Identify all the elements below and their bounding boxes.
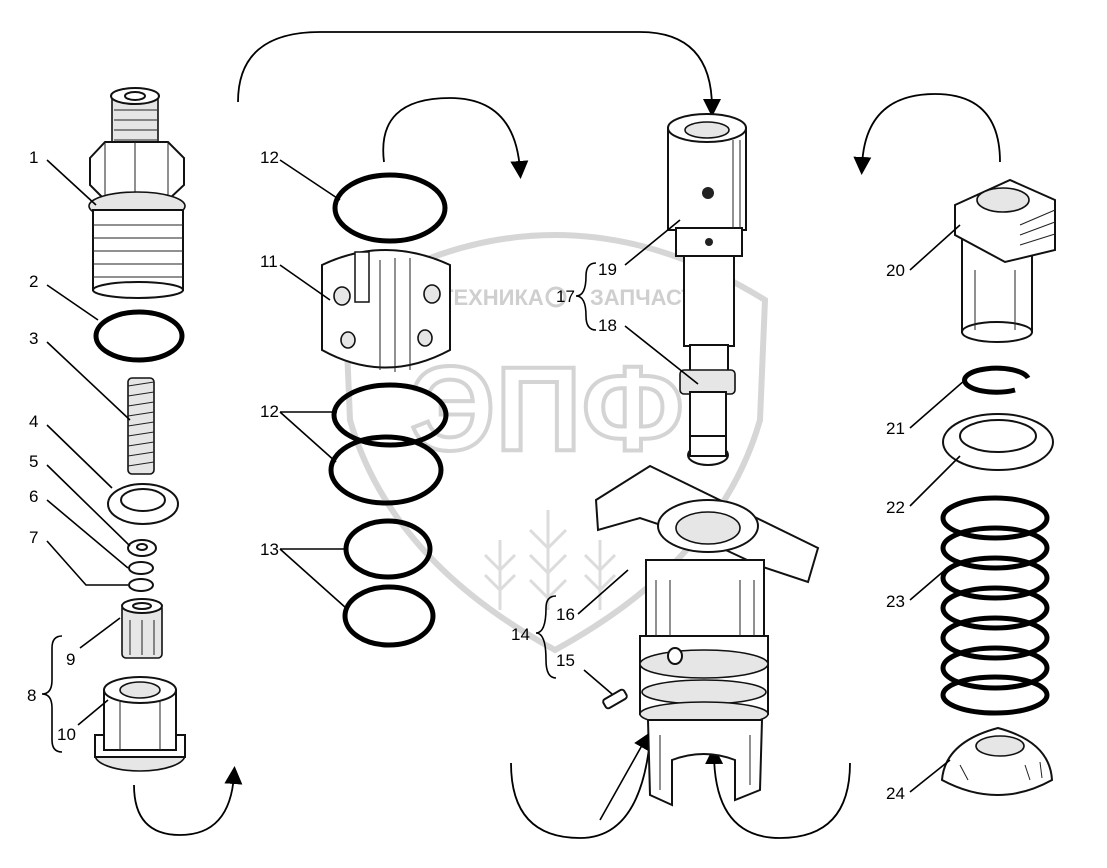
callout-5: 5 [29, 452, 38, 471]
callout-14: 14 [511, 625, 530, 644]
flow-arrow-bottom-middle [510, 739, 651, 839]
callout-12-top: 12 [260, 148, 279, 167]
callout-12-bottom: 12 [260, 402, 279, 421]
part-6-ring [128, 561, 154, 575]
part-13-o-ring-top [343, 518, 433, 580]
callout-20: 20 [886, 261, 905, 280]
part-9-valve [121, 598, 163, 659]
part-22-washer [942, 413, 1054, 471]
callout-labels: 1 2 3 4 5 6 7 8 9 10 11 12 12 13 14 15 1… [27, 148, 905, 803]
callout-24: 24 [886, 784, 905, 803]
callout-11: 11 [260, 252, 278, 271]
callout-8: 8 [27, 686, 36, 705]
callout-19: 19 [598, 260, 617, 279]
gear-icon [545, 286, 567, 308]
assembly-flow-arrows [133, 31, 1001, 839]
callout-4: 4 [29, 412, 38, 431]
wheat-icon [483, 510, 617, 610]
part-21-circlip [962, 365, 1031, 395]
part-12-o-ring-lower [328, 434, 444, 506]
part-5-small-washer [127, 539, 157, 557]
part-20-gear-sleeve [954, 178, 1056, 343]
callout-18: 18 [598, 316, 617, 335]
callout-13: 13 [260, 540, 279, 559]
part-11-sleeve [321, 249, 451, 372]
callout-3: 3 [29, 329, 38, 348]
part-19-barrel [667, 113, 747, 257]
part-2-o-ring [93, 309, 185, 363]
part-24-spring-seat [940, 726, 1054, 796]
part-15-pin [602, 688, 628, 710]
part-12-o-ring-top [332, 172, 448, 244]
flow-arrow-bottom-left [133, 766, 243, 836]
part-23-spring [940, 495, 1050, 716]
callout-7: 7 [29, 528, 38, 547]
callout-22: 22 [886, 498, 905, 517]
part-13-o-ring-bottom [342, 584, 436, 648]
part-12-o-ring-middle [331, 382, 449, 448]
callout-9: 9 [66, 650, 75, 669]
leader-lines [41, 159, 966, 821]
part-7-ring [128, 578, 154, 592]
watermark: ЭПФ ТЕХНИКА ЗАПЧАСТИ [341, 232, 769, 654]
callout-16: 16 [556, 605, 575, 624]
part-3-spring [127, 377, 155, 475]
callout-21: 21 [886, 419, 905, 438]
watermark-monogram: ЭПФ [410, 342, 684, 476]
flow-arrow-rings [382, 97, 529, 179]
part-18-plunger [679, 255, 736, 466]
part-4-washer [107, 483, 179, 525]
callout-2: 2 [29, 272, 38, 291]
part-1-valve-holder [88, 87, 186, 299]
callout-23: 23 [886, 592, 905, 611]
flow-arrow-bottom-right [705, 746, 851, 839]
callout-10: 10 [57, 725, 76, 744]
callout-6: 6 [29, 487, 38, 506]
flow-arrow-right [853, 93, 1001, 175]
flow-arrow-top [237, 31, 721, 117]
part-10-valve-seat [94, 676, 186, 772]
callout-17: 17 [556, 287, 575, 306]
callout-1: 1 [29, 148, 38, 167]
callout-15: 15 [556, 651, 575, 670]
watermark-left-word: ТЕХНИКА [440, 285, 544, 310]
part-16-pump-body [594, 464, 820, 807]
